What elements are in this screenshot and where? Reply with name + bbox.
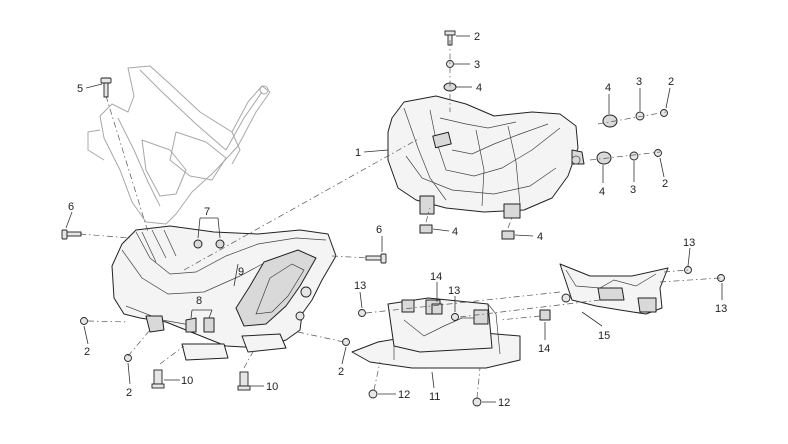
side-bracket — [559, 263, 669, 315]
front-cowl — [111, 225, 337, 361]
callout-13-right-upper: 13 — [683, 237, 695, 249]
callout-1: 1 — [355, 147, 361, 159]
callout-13-mid: 13 — [448, 285, 460, 297]
callout-12-left: 12 — [398, 389, 410, 401]
upper-bracket-ghost — [87, 65, 271, 225]
callout-10-left: 10 — [181, 375, 193, 387]
clip-8b — [203, 317, 215, 333]
callout-13-left: 13 — [354, 280, 366, 292]
callout-4-right-upper: 4 — [605, 82, 611, 94]
callout-8: 8 — [196, 295, 202, 307]
callout-6-right: 6 — [376, 224, 382, 236]
callout-3-top: 3 — [474, 59, 480, 71]
callout-2-left-mid: 2 — [84, 346, 90, 358]
callout-2-top: 2 — [474, 31, 480, 43]
callout-2-left-bottom: 2 — [126, 387, 132, 399]
callout-3-right-lower: 3 — [630, 184, 636, 196]
callout-9: 9 — [238, 266, 244, 278]
callout-4-right-lower: 4 — [599, 186, 605, 198]
lower-bracket — [351, 297, 521, 369]
callout-2-right-lower: 2 — [662, 178, 668, 190]
callout-13-right-lower: 13 — [715, 303, 727, 315]
headlight-assembly — [387, 95, 585, 219]
callout-2-center-bottom: 2 — [338, 366, 344, 378]
callout-11: 11 — [429, 391, 440, 403]
callout-4-lower-right: 4 — [537, 231, 543, 243]
callout-14-bottom: 14 — [538, 343, 550, 355]
callout-3-right-upper: 3 — [636, 76, 642, 88]
assembly-lines — [79, 40, 721, 399]
callout-2-right-upper: 2 — [668, 76, 674, 88]
callout-4-lower-left: 4 — [452, 226, 458, 238]
callout-6-left: 6 — [68, 201, 74, 213]
callout-7: 7 — [204, 206, 210, 218]
callout-5: 5 — [77, 83, 83, 95]
leader-lines — [65, 35, 723, 403]
hardware — [61, 30, 725, 407]
callout-4-top: 4 — [476, 82, 482, 94]
callout-12-right: 12 — [498, 397, 510, 409]
callout-15: 15 — [598, 330, 610, 342]
callout-14-top: 14 — [430, 271, 442, 283]
clip-8a — [185, 317, 197, 333]
callout-10-right: 10 — [266, 381, 278, 393]
callout-labels: 2 3 4 5 1 4 3 2 4 3 2 6 7 6 4 4 9 13 14 … — [68, 31, 727, 409]
